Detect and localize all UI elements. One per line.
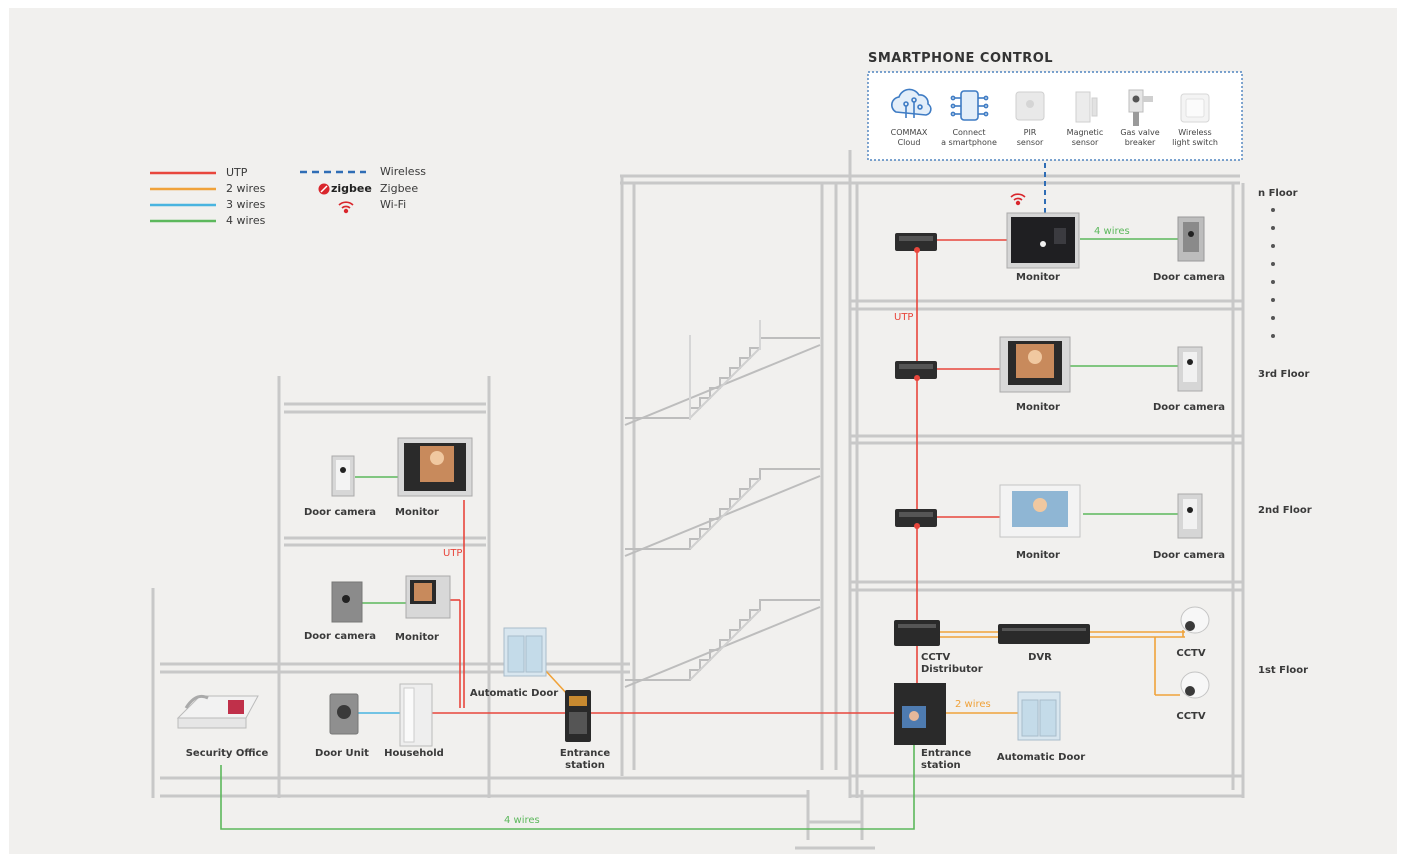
label-cctv-2: CCTV [1176, 711, 1206, 722]
floor-label-n: n Floor [1258, 188, 1298, 199]
legend-2-wires: 2 wires [226, 182, 266, 195]
label-security-office: Security Office [185, 748, 269, 759]
gas-valve-icon [1128, 89, 1153, 126]
entrance-station-left [565, 690, 591, 742]
legend-utp: UTP [226, 166, 248, 179]
label-door-camera-3: Door camera [1152, 402, 1226, 413]
label-2-wires: 2 wires [955, 699, 991, 710]
door-camera-n [1177, 216, 1205, 262]
door-camera-left-top [331, 455, 355, 497]
floor-label-3: 3rd Floor [1258, 369, 1310, 380]
label-cctv-1: CCTV [1176, 648, 1206, 659]
monitor-3 [999, 336, 1071, 393]
wifi-icon-monitor [1010, 193, 1026, 206]
zigbee-icon [318, 183, 330, 195]
monitor-left-mid [405, 575, 451, 619]
label-door-camera-left-top: Door camera [303, 507, 377, 518]
label-monitor-left-top: Monitor [395, 507, 439, 518]
label-door-camera-2: Door camera [1152, 550, 1226, 561]
distributor-n [895, 233, 937, 253]
label-household: Household [384, 748, 444, 759]
cctv-camera-1 [1180, 606, 1210, 634]
pir-sensor-icon [1015, 91, 1045, 121]
legend-zigbee: Zigbee [380, 182, 419, 195]
legend-4-wires: 4 wires [226, 214, 266, 227]
security-office-console [176, 694, 259, 729]
smartphone-control-title: SMARTPHONE CONTROL [868, 51, 1054, 66]
label-door-camera-left-mid: Door camera [303, 631, 377, 642]
household [399, 683, 433, 747]
label-monitor-n: Monitor [1016, 272, 1060, 283]
door-unit [329, 693, 359, 735]
distributor-3 [895, 361, 937, 381]
door-camera-2 [1177, 493, 1203, 539]
distributor-2 [895, 509, 937, 529]
monitor-n [1006, 212, 1080, 269]
label-utp-left: UTP [443, 548, 463, 559]
door-camera-left-mid [331, 581, 363, 623]
legend-wifi: Wi-Fi [380, 198, 407, 211]
label-monitor-3: Monitor [1016, 402, 1060, 413]
building-structure [151, 150, 1245, 850]
label-utp-right: UTP [894, 312, 914, 323]
label-automatic-door-right: Automatic Door [996, 752, 1086, 763]
label-4-wires-n: 4 wires [1094, 226, 1130, 237]
dvr [998, 624, 1090, 644]
magnetic-sensor-icon [1075, 91, 1098, 123]
door-camera-3 [1177, 346, 1203, 392]
label-automatic-door-left: Automatic Door [469, 688, 559, 699]
entrance-station-right [894, 683, 946, 745]
cloud-icon [891, 88, 932, 118]
automatic-door-right [1017, 691, 1061, 741]
cctv-distributor [894, 620, 940, 646]
zigbee-logo-text: zigbee [331, 182, 372, 195]
monitor-left-top [397, 437, 473, 497]
label-monitor-2: Monitor [1016, 550, 1060, 561]
monitor-2 [999, 484, 1081, 538]
floor-label-1: 1st Floor [1258, 665, 1309, 676]
legend-wireless: Wireless [380, 165, 427, 178]
automatic-door-left [503, 627, 547, 677]
light-switch-icon [1180, 93, 1210, 123]
legend-3-wires: 3 wires [226, 198, 266, 211]
label-monitor-left-mid: Monitor [395, 632, 439, 643]
label-4-wires-bottom: 4 wires [504, 815, 540, 826]
floor-label-2: 2nd Floor [1258, 505, 1312, 516]
label-door-camera-n: Door camera [1152, 272, 1226, 283]
legend-lines [150, 170, 366, 223]
smartphone-icon [950, 90, 989, 121]
label-dvr: DVR [1028, 652, 1052, 663]
smartphone-control-box [867, 71, 1243, 161]
cctv-camera-2 [1180, 671, 1210, 699]
floor-dots [1271, 208, 1275, 338]
stairs [624, 320, 821, 688]
wifi-icon [338, 201, 354, 214]
label-door-unit: Door Unit [315, 748, 369, 759]
